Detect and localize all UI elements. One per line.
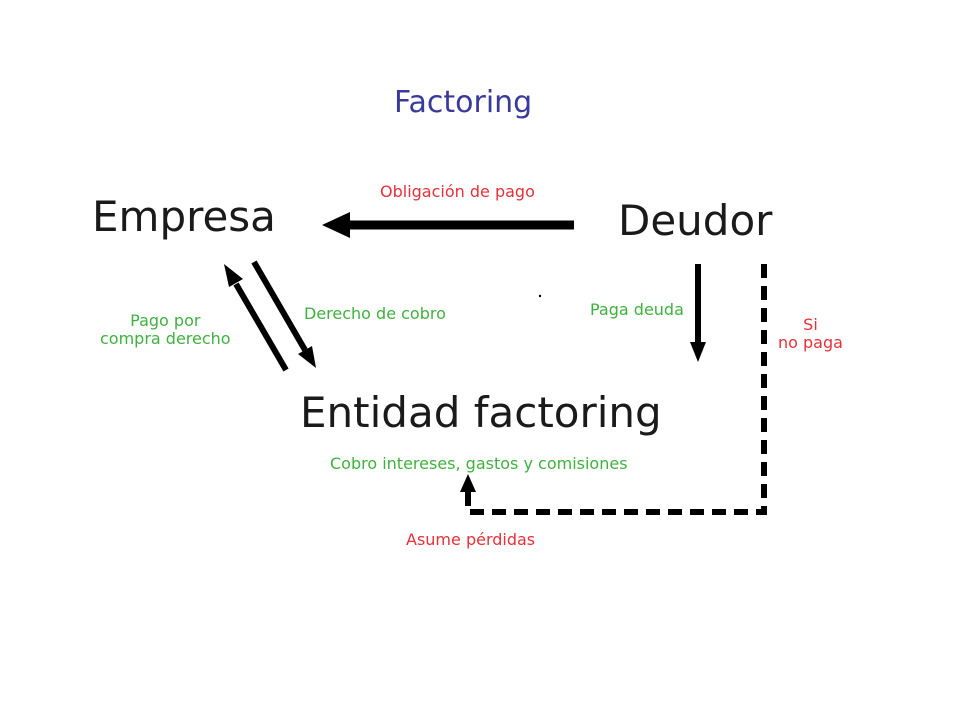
node-empresa: Empresa bbox=[92, 192, 276, 241]
label-si-no-paga-line-1: Si bbox=[803, 315, 818, 334]
node-deudor: Deudor bbox=[618, 196, 773, 245]
label-pago-por-compra-derecho: Pago por compra derecho bbox=[100, 311, 231, 349]
label-derecho-de-cobro: Derecho de cobro bbox=[304, 304, 446, 323]
arrow-derecho-de-cobro bbox=[251, 260, 316, 368]
diagram-title: Factoring bbox=[394, 85, 533, 120]
stray-dot bbox=[538, 294, 542, 298]
arrow-obligacion-de-pago bbox=[322, 212, 574, 238]
arrow-paga-deuda bbox=[690, 264, 706, 362]
label-obligacion-de-pago: Obligación de pago bbox=[380, 182, 535, 201]
arrow-pago-por-compra-derecho bbox=[224, 264, 289, 372]
label-si-no-paga: Si no paga bbox=[778, 315, 843, 353]
label-pago-por-line-2: compra derecho bbox=[100, 329, 231, 349]
arrow-si-no-paga-dashed bbox=[460, 264, 767, 515]
label-pago-por-line-1: Pago por bbox=[130, 311, 201, 330]
label-asume-perdidas: Asume pérdidas bbox=[406, 530, 536, 549]
label-si-no-paga-line-2: no paga bbox=[778, 333, 843, 353]
node-entidad-factoring: Entidad factoring bbox=[300, 388, 662, 437]
label-paga-deuda: Paga deuda bbox=[590, 300, 684, 319]
label-cobro-intereses: Cobro intereses, gastos y comisiones bbox=[330, 454, 628, 473]
